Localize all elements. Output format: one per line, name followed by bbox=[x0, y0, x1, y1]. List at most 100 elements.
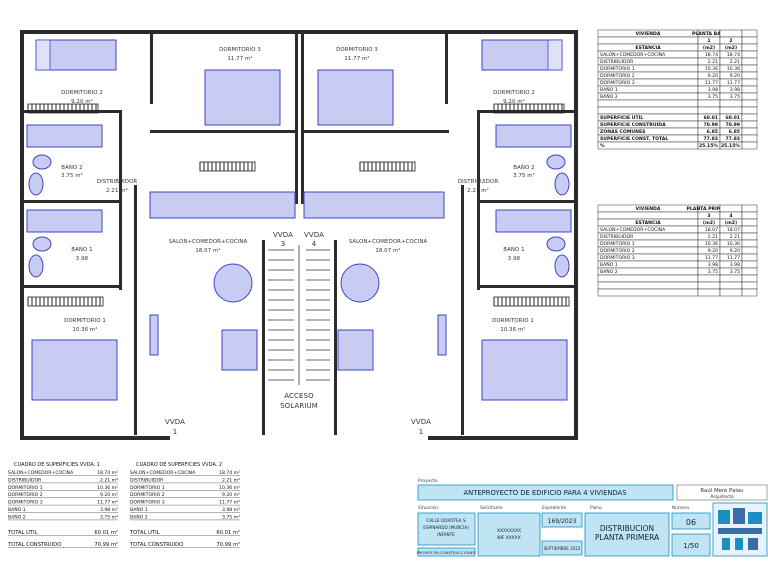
sofa-left bbox=[221, 329, 258, 371]
room-name: DORMITORIO 2 bbox=[493, 90, 535, 96]
table-cell: VIVIENDA bbox=[636, 206, 661, 212]
table-cell: ESTANCIA bbox=[635, 220, 661, 226]
room-name: DORMITORIO 3 bbox=[219, 47, 261, 53]
window-hatch bbox=[493, 103, 565, 114]
text-line: XXXXXXXX bbox=[497, 528, 521, 534]
table-cell: 3.98 bbox=[730, 262, 740, 268]
table-cell: 3.75 bbox=[708, 94, 718, 100]
table-cell: 3.75 bbox=[708, 269, 718, 275]
table-cell: 4 bbox=[729, 213, 732, 219]
table-cell: SUPERFICIE CONST. TOTAL bbox=[600, 136, 668, 142]
table-cell: 9.20 bbox=[730, 248, 740, 254]
table-cell: DISTRIBUIDOR bbox=[600, 234, 634, 240]
table-cell: 18.74 bbox=[727, 52, 740, 58]
table-cell: 60.01 bbox=[725, 115, 740, 121]
cuadro-superficies-2: CUADRO DE SUPERFICIES VVDA. 2SALON+COMED… bbox=[129, 462, 240, 548]
room-area: 3.75 m² bbox=[61, 172, 83, 179]
cuadro-row-name: SALON+COMEDOR+COCINA bbox=[130, 470, 196, 476]
room-area: 18.07 m² bbox=[375, 247, 400, 254]
table-cell: 9.20 bbox=[730, 73, 740, 79]
table-cell: 3.98 bbox=[708, 262, 718, 268]
numero-label: Número bbox=[672, 504, 689, 511]
table-cell: BAÑO 1 bbox=[600, 86, 618, 93]
table-cell: 11.77 bbox=[705, 80, 718, 86]
cuadro-row-name: DORMITORIO 3 bbox=[130, 500, 165, 506]
room-area: 11.77 m² bbox=[227, 55, 252, 62]
total-construido-label: TOTAL CONSTRUIDO bbox=[129, 542, 183, 548]
table-cell: DORMITORIO 3 bbox=[600, 80, 635, 86]
table-cell: 10.36 bbox=[727, 66, 740, 72]
table-cell: (m2) bbox=[725, 220, 737, 226]
table-cell: ZONAS COMUNES bbox=[600, 129, 645, 135]
author-role: Arquitecto bbox=[710, 494, 734, 500]
room-area: 3.98 bbox=[508, 256, 521, 262]
table-cell: (m2) bbox=[703, 45, 715, 51]
table-cell: 6.85 bbox=[729, 129, 740, 135]
text-line: ESPINARDO (MURCIA) bbox=[423, 525, 469, 530]
room-labels: DORMITORIO 2 9.20 m² DORMITORIO 2 9.20 m… bbox=[61, 47, 535, 436]
cuadro-row-value: 10.36 m² bbox=[219, 485, 240, 491]
table-cell: 77.83 bbox=[725, 136, 740, 142]
vvda-label: VVDA bbox=[273, 231, 293, 239]
total-util-label: TOTAL UTIL bbox=[129, 530, 160, 536]
room-area: 2.21 m² bbox=[106, 187, 128, 194]
text-line: CALLE DOROTEA S bbox=[426, 518, 466, 523]
cuadro-row-name: BAÑO 1 bbox=[8, 506, 26, 513]
table-cell: 1 bbox=[707, 38, 710, 44]
situacion-label: Situación bbox=[418, 504, 438, 511]
kitchen-counter-right bbox=[303, 191, 445, 219]
total-construido-value: 70.99 m² bbox=[216, 542, 240, 548]
table-cell: 25.15% bbox=[721, 143, 741, 149]
table-cell: 11.77 bbox=[705, 255, 718, 261]
cuadro-row-value: 11.77 m² bbox=[97, 500, 118, 506]
table-cell: BAÑO 1 bbox=[600, 261, 618, 268]
table-cell: 3.98 bbox=[730, 87, 740, 93]
table-cell: 77.83 bbox=[703, 136, 718, 142]
expediente-label: Expediente bbox=[542, 505, 567, 511]
cuadro-superficies-1: CUADRO DE SUPERFICIES VVDA. 1SALON+COMED… bbox=[7, 462, 118, 548]
room-area: 18.07 m² bbox=[195, 247, 220, 254]
bed-dorm1-right bbox=[481, 339, 568, 401]
table-cell: SUPERFICIE CONSTRUIDA bbox=[600, 122, 666, 128]
room-area: 10.36 m² bbox=[500, 326, 525, 333]
table-cell: 18.07 bbox=[727, 227, 740, 233]
cuadro-row-name: DORMITORIO 3 bbox=[8, 500, 43, 506]
table-cell: 11.77 bbox=[727, 80, 740, 86]
room-name: DORMITORIO 3 bbox=[336, 47, 378, 53]
table-cell: 3.75 bbox=[730, 94, 740, 100]
table-cell: SUPERFICIE UTIL bbox=[600, 115, 643, 121]
fecha-value: SEPTIEMBRE 2023 bbox=[544, 546, 581, 551]
window-hatch bbox=[359, 161, 416, 172]
vvda-label: VVDA bbox=[304, 231, 324, 239]
table-cell: ESTANCIA bbox=[635, 45, 661, 51]
table-cell: (m2) bbox=[703, 220, 715, 226]
cuadro-row-name: DISTRIBUIDOR bbox=[8, 477, 42, 483]
cuadro-row-value: 18.74 m² bbox=[97, 470, 118, 476]
table-cell: DORMITORIO 1 bbox=[600, 241, 635, 247]
table-cell: 60.01 bbox=[703, 115, 718, 121]
cuadro-row-name: BAÑO 2 bbox=[8, 513, 26, 520]
cuadro-row-value: 3.75 m² bbox=[222, 514, 240, 520]
bed-dorm1-left bbox=[31, 339, 118, 401]
table-cell: VIVIENDA bbox=[636, 31, 661, 37]
cuadro-row-value: 9.20 m² bbox=[222, 492, 240, 498]
logo-icon bbox=[712, 502, 768, 557]
table-cell: 25.15% bbox=[699, 143, 719, 149]
table-cell: % bbox=[600, 143, 605, 149]
acceso-label: SOLARIUM bbox=[280, 402, 318, 410]
cuadro-row-value: 10.36 m² bbox=[97, 485, 118, 491]
room-area: 3.75 m² bbox=[513, 172, 535, 179]
cuadro-row-value: 11.77 m² bbox=[219, 500, 240, 506]
dining-table-left bbox=[213, 263, 253, 303]
table-cell: 3.75 bbox=[730, 269, 740, 275]
solicitante-label: Solicitante bbox=[480, 505, 503, 511]
cuadro-row-name: DORMITORIO 2 bbox=[130, 492, 165, 498]
table-cell: 9.20 bbox=[708, 73, 718, 79]
situacion-promotor: PROMOTOR:CONSTRUCCIONES bbox=[417, 550, 477, 555]
table-cell: PLANTA BAJA bbox=[692, 31, 726, 37]
